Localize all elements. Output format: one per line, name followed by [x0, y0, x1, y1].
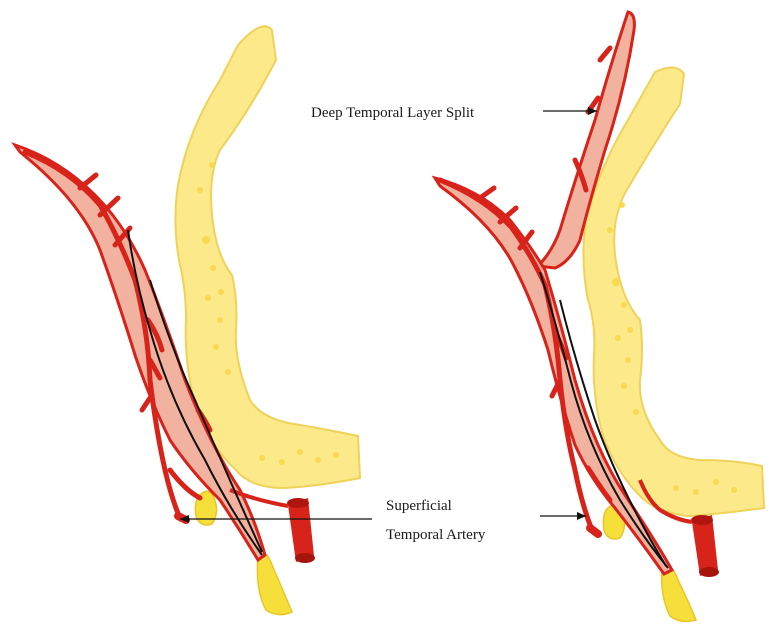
superficial-label-line2: Temporal Artery — [386, 527, 486, 543]
left-deep-vessel — [287, 498, 315, 563]
right-deep-vessel — [691, 515, 719, 577]
deep-split-label: Deep Temporal Layer Split — [311, 105, 475, 121]
right-tendon — [662, 568, 696, 622]
left-panel — [15, 26, 360, 614]
right-artery-end — [590, 528, 598, 534]
superficial-label-line1: Superficial — [386, 498, 452, 514]
left-tendon — [257, 553, 292, 615]
